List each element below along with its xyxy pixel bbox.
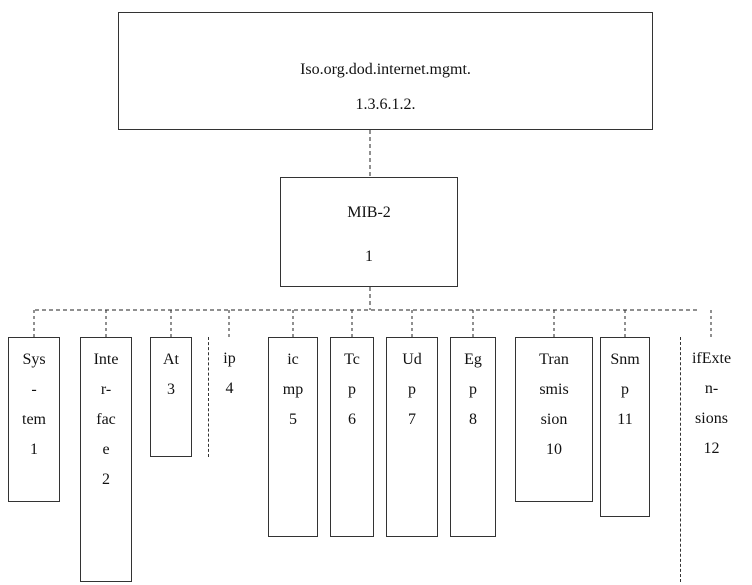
- node-transmission: Tran smis sion 10: [515, 337, 593, 502]
- node-udp-number: 7: [408, 411, 416, 428]
- node-egp-name-part: p: [469, 381, 477, 398]
- node-interface-number: 2: [102, 471, 110, 488]
- node-icmp-name-part: mp: [282, 381, 304, 398]
- node-transmission-name-part: smis: [539, 381, 569, 398]
- node-ifextensions-name-part: ifExte: [691, 350, 732, 367]
- node-transmission-number: 10: [546, 441, 562, 458]
- node-icmp-number: 5: [289, 411, 297, 428]
- node-snmp: Snm p 11: [600, 337, 650, 517]
- node-system-name-part: -: [31, 381, 37, 398]
- node-ifextensions-name-part: n-: [704, 380, 719, 397]
- root-node-oid-name: Iso.org.dod.internet.mgmt.: [300, 61, 471, 78]
- node-tcp-name-part: Tc: [344, 351, 360, 368]
- node-transmission-name-part: sion: [540, 411, 568, 428]
- node-udp-name-part: p: [408, 381, 416, 398]
- node-interface-name-part: r-: [100, 381, 112, 398]
- node-snmp-name-part: Snm: [610, 351, 640, 368]
- node-at: At 3: [150, 337, 192, 457]
- node-udp: Ud p 7: [386, 337, 438, 537]
- node-ifextensions-name-part: sions: [695, 410, 728, 427]
- node-system: Sys - tem 1: [8, 337, 60, 502]
- node-system-name-part: Sys: [22, 351, 46, 368]
- root-node-oid-number: 1.3.6.1.2.: [355, 96, 416, 113]
- node-interface-name-part: e: [102, 441, 110, 458]
- node-ip-number: 4: [225, 380, 234, 397]
- node-at-number: 3: [167, 381, 175, 398]
- node-egp: Eg p 8: [450, 337, 496, 537]
- node-udp-name-part: Ud: [402, 351, 422, 368]
- node-tcp-name-part: p: [348, 381, 356, 398]
- node-snmp-number: 11: [617, 411, 633, 428]
- mib2-node: MIB-2 1: [280, 177, 458, 287]
- mib2-node-label: MIB-2: [347, 204, 391, 221]
- root-node: Iso.org.dod.internet.mgmt. 1.3.6.1.2.: [118, 12, 653, 130]
- node-interface: Inte r-fac e 2: [80, 337, 132, 582]
- node-system-number: 1: [30, 441, 38, 458]
- node-egp-number: 8: [469, 411, 477, 428]
- node-interface-name-part: fac: [96, 411, 116, 428]
- node-icmp-name-part: ic: [287, 351, 299, 368]
- node-tcp: Tc p 6: [330, 337, 374, 537]
- node-system-name-part: tem: [22, 411, 46, 428]
- node-icmp: ic mp 5: [268, 337, 318, 537]
- mib2-node-number: 1: [365, 248, 373, 265]
- node-egp-name-part: Eg: [464, 351, 482, 368]
- node-ifextensions-number: 12: [703, 440, 720, 457]
- node-at-name-part: At: [163, 351, 179, 368]
- node-ip-name-part: ip: [223, 350, 236, 367]
- node-ifextensions: ifExte n-sions 12: [680, 337, 742, 582]
- node-interface-name-part: Inte: [93, 351, 119, 368]
- node-tcp-number: 6: [348, 411, 356, 428]
- node-transmission-name-part: Tran: [539, 351, 569, 368]
- node-ip: ip 4: [208, 337, 250, 457]
- node-snmp-name-part: p: [621, 381, 629, 398]
